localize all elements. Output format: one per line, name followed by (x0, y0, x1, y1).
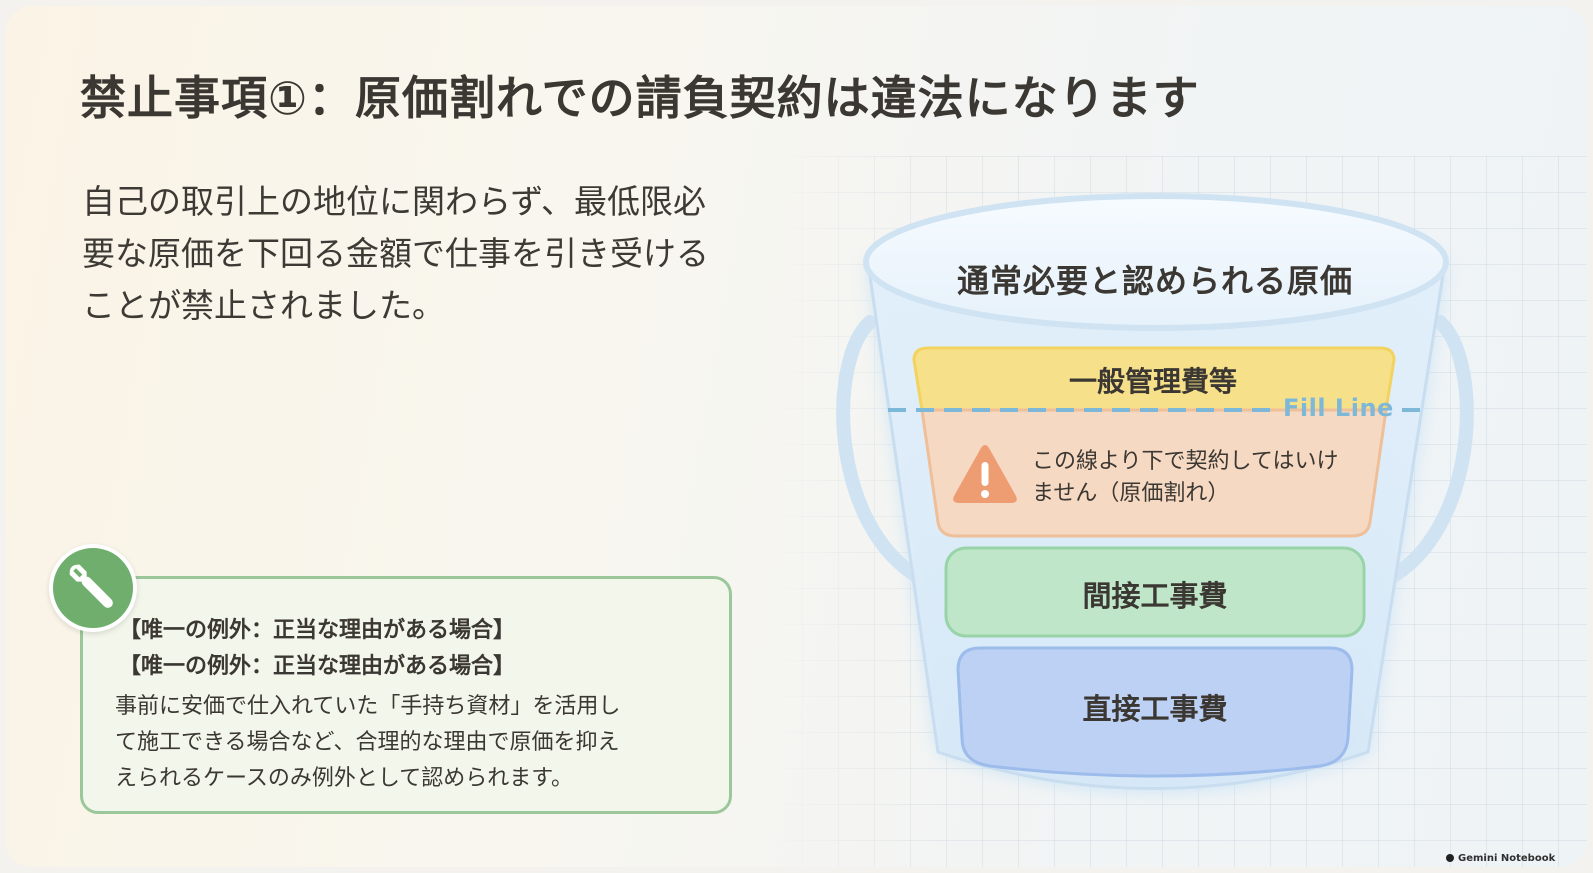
bucket-rim-label: 通常必要と認められる原価 (956, 262, 1353, 300)
warning-line: この線より下で契約してはいけ (1032, 449, 1339, 474)
exception-body-line: 事前に安価で仕入れていた「手持ち資材」を活用し (115, 694, 621, 719)
layer-indirect (944, 546, 1366, 638)
warning-text: この線より下で契約してはいけ ません（原価割れ） (1032, 446, 1372, 510)
lead-line: 要な原価を下回る金額で仕事を引き受ける (82, 234, 709, 273)
exception-body: 事前に安価で仕入れていた「手持ち資材」を活用し て施工できる場合など、合理的な理… (115, 689, 715, 797)
watermark: Gemini Notebook (1446, 853, 1555, 864)
exception-body-line: えられるケースのみ例外として認められます。 (115, 766, 574, 791)
layer-admin (912, 346, 1396, 412)
lead-line: 自己の取引上の地位に関わらず、最低限必 (82, 182, 707, 221)
bucket-rim (863, 193, 1449, 331)
layer-warning (920, 408, 1388, 538)
slide-title: 禁止事項①：原価割れでの請負契約は違法になります (80, 71, 1200, 125)
exception-heading: 【唯一の例外：正当な理由がある場合】 (119, 618, 516, 643)
exception-box: 【唯一の例外：正当な理由がある場合】 【唯一の例外：正当な理由がある場合】 事前… (80, 576, 732, 814)
exception-heading-repeat: 【唯一の例外：正当な理由がある場合】 (119, 654, 516, 679)
layer-direct (956, 646, 1354, 778)
exception-text: 【唯一の例外：正当な理由がある場合】 【唯一の例外：正当な理由がある場合】 事前… (115, 613, 715, 797)
warning-triangle-icon (953, 445, 1017, 503)
layer-direct-label: 直接工事費 (1082, 692, 1228, 726)
layer-indirect-label: 間接工事費 (1082, 579, 1228, 613)
exception-body-line: て施工できる場合など、合理的な理由で原価を抑え (115, 730, 620, 755)
layer-admin-label: 一般管理費等 (1068, 365, 1237, 398)
wrench-icon (69, 564, 113, 608)
lead-line: ことが禁止されました。 (82, 286, 445, 325)
lead-paragraph: 自己の取引上の地位に関わらず、最低限必 要な原価を下回る金額で仕事を引き受ける … (82, 176, 772, 332)
warning-line: ません（原価割れ） (1032, 481, 1230, 506)
fill-line-label: Fill Line (1283, 394, 1394, 422)
wrench-badge (49, 544, 137, 632)
bucket-handle-right (1388, 315, 1474, 582)
bucket-handle-left (836, 315, 922, 582)
